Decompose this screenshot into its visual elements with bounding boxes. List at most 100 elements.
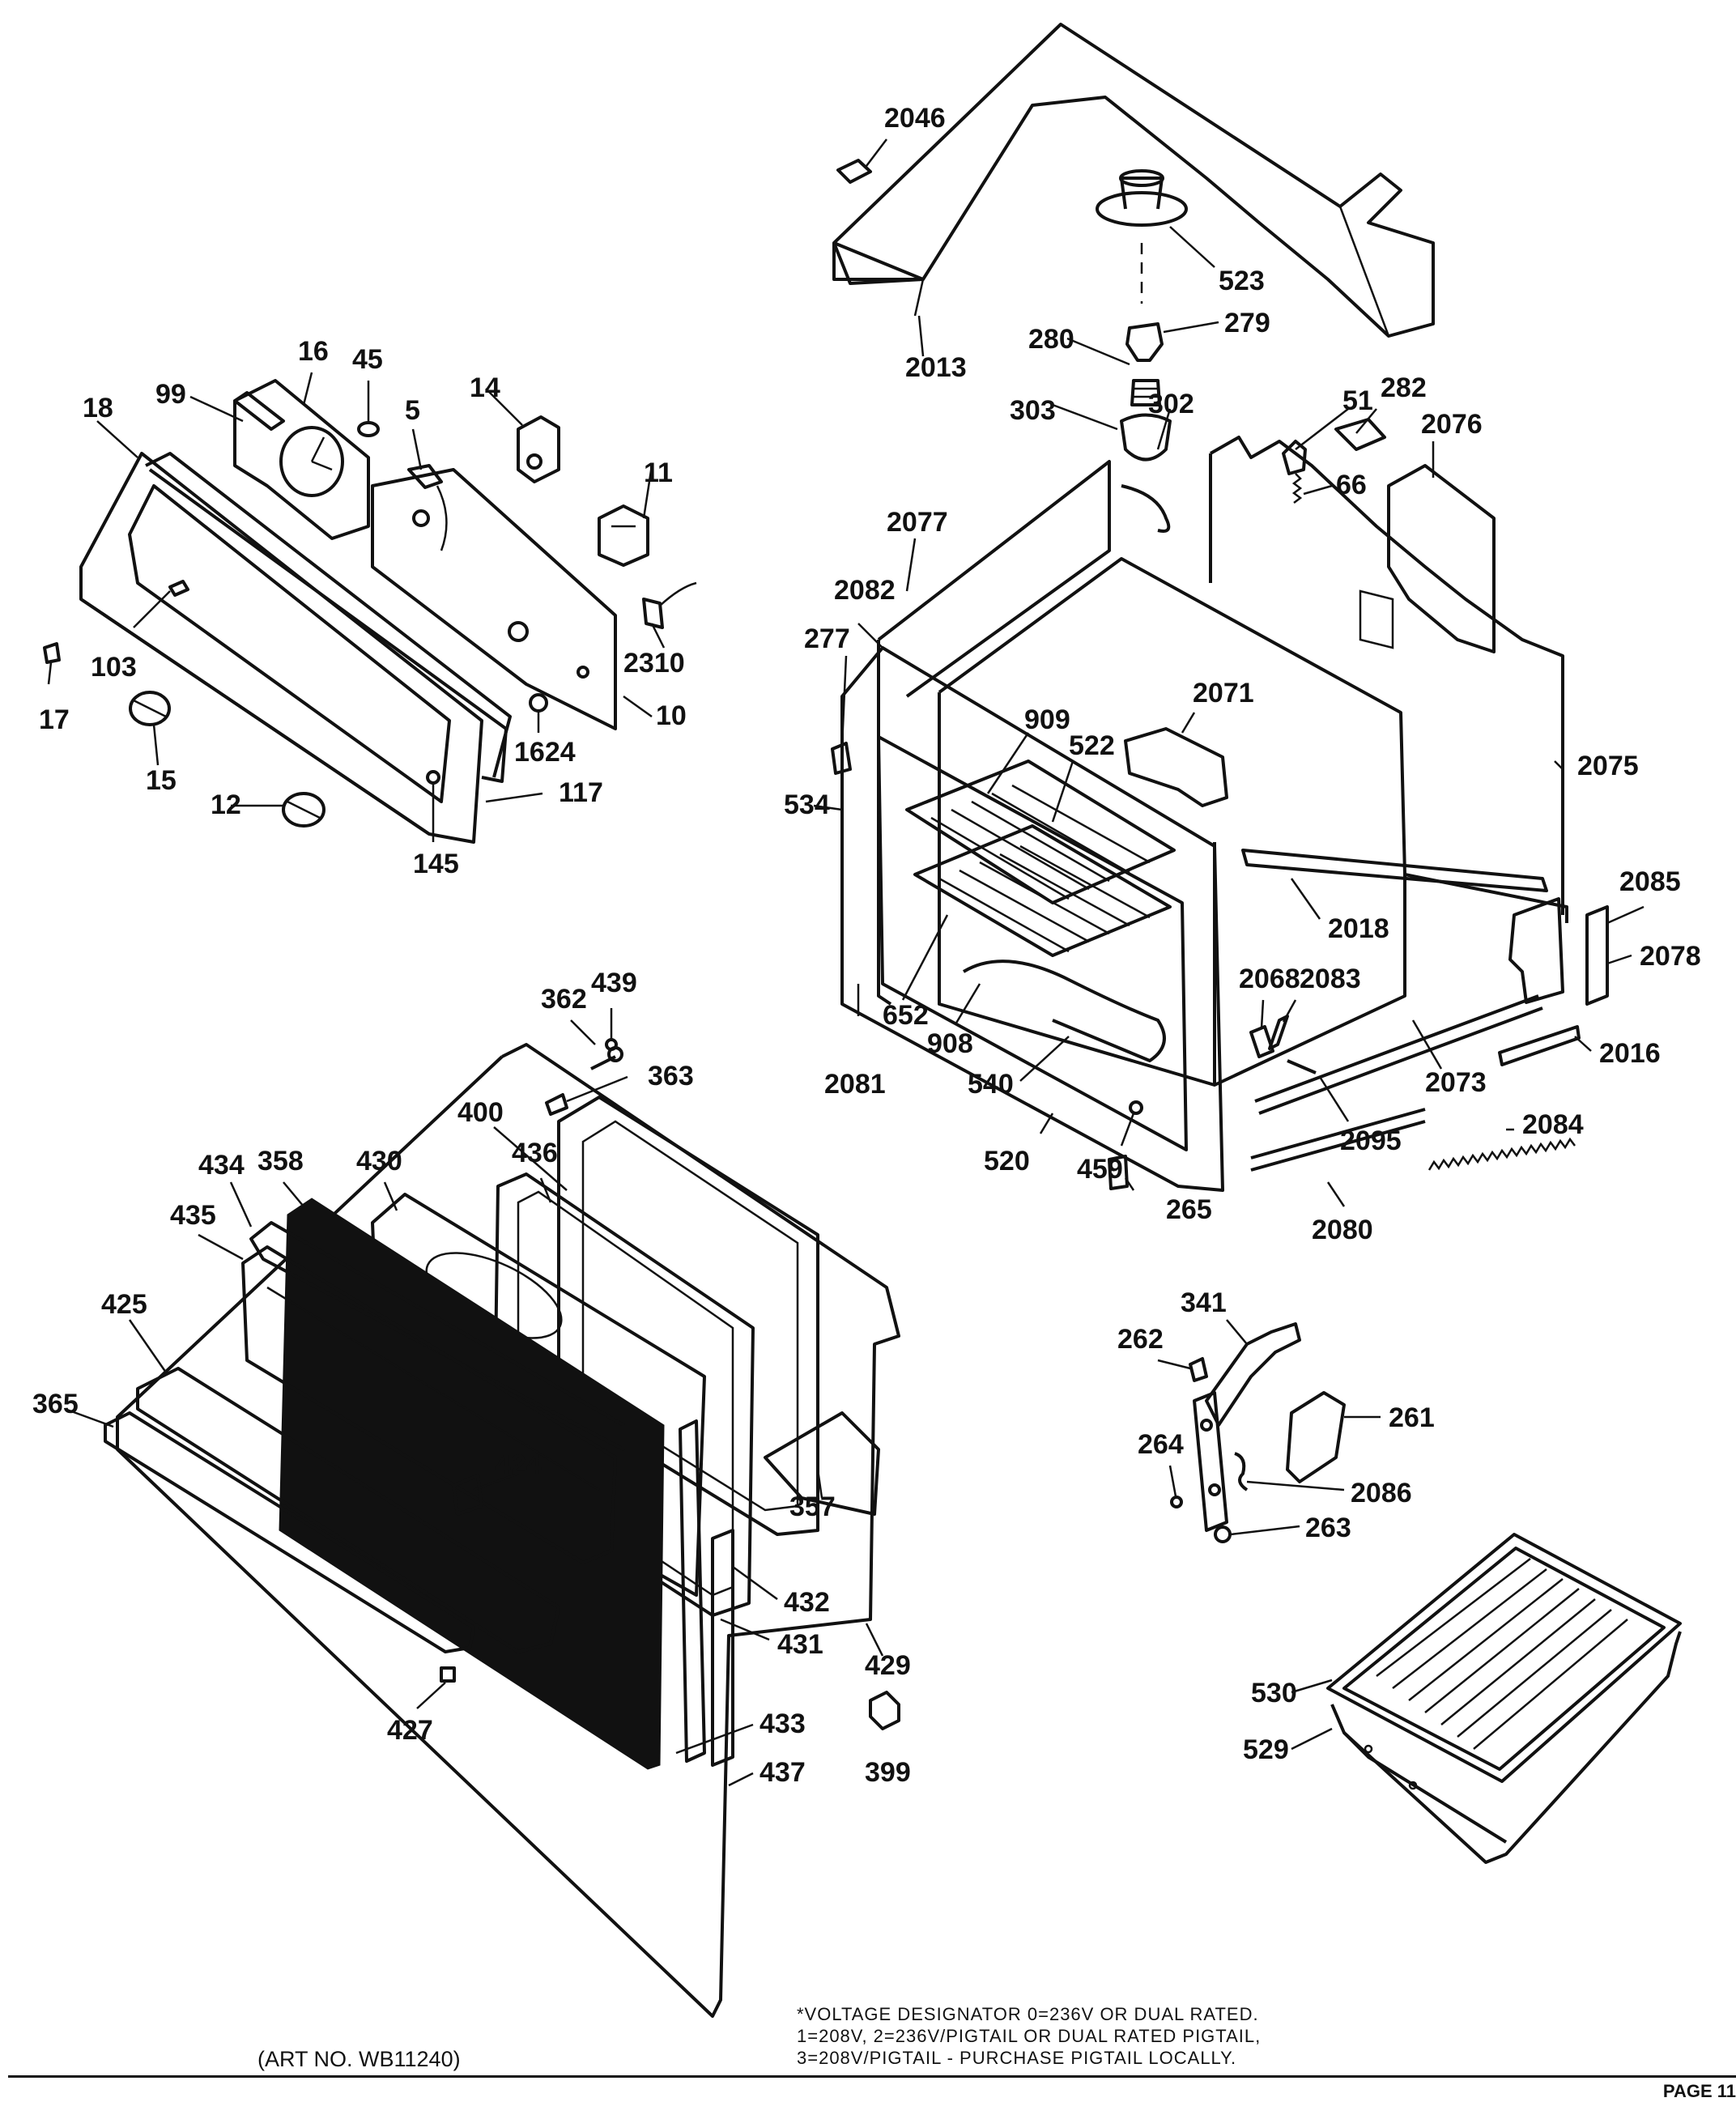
panel-18 bbox=[145, 452, 512, 778]
callout-425: 425 bbox=[101, 1289, 147, 1320]
callout-433: 433 bbox=[760, 1708, 806, 1739]
flange-523 bbox=[1096, 169, 1188, 304]
voltage-note-line-3: 3=208V/PIGTAIL - PURCHASE PIGTAIL LOCALL… bbox=[797, 2048, 1237, 2068]
block-265 bbox=[1108, 1155, 1129, 1190]
callout-2085: 2085 bbox=[1619, 866, 1681, 897]
control-panel-backsplash-117 bbox=[79, 452, 508, 844]
roller-263 bbox=[1214, 1525, 1232, 1543]
lamp-socket-279 bbox=[1125, 322, 1164, 362]
callout-652: 652 bbox=[883, 1000, 929, 1031]
callout-145: 145 bbox=[413, 849, 459, 879]
callout-2076: 2076 bbox=[1421, 409, 1483, 440]
callout-2078: 2078 bbox=[1640, 941, 1701, 972]
bracket-357 bbox=[764, 1411, 880, 1516]
callout-2071: 2071 bbox=[1193, 678, 1254, 708]
pin-264 bbox=[1170, 1496, 1183, 1508]
callout-909: 909 bbox=[1024, 704, 1070, 735]
leader-lines bbox=[47, 138, 1645, 1787]
bracket-99 bbox=[233, 391, 285, 431]
knob-12 bbox=[282, 792, 326, 828]
callout-2046: 2046 bbox=[884, 103, 946, 134]
callout-5: 5 bbox=[405, 395, 420, 426]
callout-282: 282 bbox=[1381, 372, 1427, 403]
callout-520: 520 bbox=[984, 1146, 1030, 1177]
spring-66 bbox=[1291, 473, 1303, 504]
callout-363: 363 bbox=[648, 1061, 694, 1091]
callout-400: 400 bbox=[457, 1097, 504, 1128]
callout-117: 117 bbox=[559, 777, 603, 808]
oven-cavity bbox=[877, 436, 1568, 1172]
callout-15: 15 bbox=[146, 765, 177, 796]
clip-103 bbox=[168, 580, 189, 597]
door-outer-437 bbox=[116, 1043, 900, 2018]
callout-280: 280 bbox=[1028, 324, 1074, 355]
spring-2086 bbox=[1234, 1452, 1249, 1491]
hinge-body bbox=[1193, 1391, 1228, 1532]
callout-436: 436 bbox=[512, 1138, 558, 1168]
wire-302 bbox=[1121, 484, 1171, 533]
page-number: PAGE 11 bbox=[1662, 2081, 1736, 2101]
callout-277: 277 bbox=[804, 623, 850, 654]
broiler-rack-530 bbox=[1326, 1533, 1682, 1783]
spring-2084 bbox=[1428, 1137, 1576, 1171]
clip-427 bbox=[440, 1666, 456, 1683]
callout-labels: 2046 523 279 280 2013 303 302 51 282 207… bbox=[32, 103, 1701, 1788]
callout-303: 303 bbox=[1010, 395, 1056, 426]
latch-424 bbox=[452, 1474, 483, 1516]
callout-2016: 2016 bbox=[1599, 1038, 1661, 1069]
callout-99: 99 bbox=[155, 379, 186, 410]
switch-14 bbox=[517, 415, 560, 483]
callout-264: 264 bbox=[1138, 1429, 1184, 1460]
broiler-pan-529 bbox=[1330, 1631, 1682, 1864]
lamp-bulb-280 bbox=[1130, 379, 1161, 406]
callout-14: 14 bbox=[470, 372, 500, 403]
callout-431: 431 bbox=[777, 1629, 823, 1660]
callout-11: 11 bbox=[644, 457, 673, 488]
callout-10: 10 bbox=[656, 700, 687, 731]
callout-540: 540 bbox=[968, 1069, 1014, 1100]
callout-16: 16 bbox=[298, 336, 329, 367]
callout-437: 437 bbox=[760, 1757, 806, 1788]
bracket-282 bbox=[1334, 418, 1386, 451]
callout-262: 262 bbox=[1117, 1324, 1164, 1355]
door-insulation-358 bbox=[279, 1198, 665, 1770]
callout-357: 357 bbox=[789, 1491, 836, 1522]
callout-2077: 2077 bbox=[887, 507, 948, 538]
sensor-277 bbox=[831, 742, 852, 775]
art-number: (ART NO. WB11240) bbox=[257, 2047, 461, 2071]
voltage-note-line-2: 1=208V, 2=236V/PIGTAIL OR DUAL RATED PIG… bbox=[797, 2026, 1262, 2046]
callout-534: 534 bbox=[784, 789, 830, 820]
callout-2086: 2086 bbox=[1351, 1478, 1412, 1508]
lamp-housing-303 bbox=[1120, 413, 1172, 462]
callout-263: 263 bbox=[1305, 1513, 1351, 1543]
plug-2310 bbox=[642, 581, 697, 629]
door-handle-365 bbox=[104, 1411, 475, 1653]
callout-429: 429 bbox=[865, 1650, 911, 1681]
callout-2013: 2013 bbox=[905, 352, 967, 383]
callout-2080: 2080 bbox=[1312, 1215, 1373, 1245]
callout-362: 362 bbox=[541, 984, 587, 1015]
callout-2068: 2068 bbox=[1239, 964, 1300, 994]
clock-16 bbox=[233, 379, 370, 540]
callout-2073: 2073 bbox=[1425, 1067, 1487, 1098]
callout-358: 358 bbox=[257, 1146, 304, 1177]
hinge-arm-341 bbox=[1205, 1322, 1301, 1427]
callout-302: 302 bbox=[1148, 389, 1194, 419]
door-trim-425 bbox=[136, 1367, 560, 1653]
screw-459 bbox=[1129, 1100, 1143, 1115]
callout-434: 434 bbox=[198, 1150, 245, 1181]
callout-2075: 2075 bbox=[1577, 751, 1639, 781]
callout-424: 424 bbox=[496, 1449, 542, 1480]
screw-362 bbox=[590, 1046, 623, 1070]
vent-duct-2013 bbox=[832, 23, 1435, 338]
callout-66: 66 bbox=[1336, 470, 1367, 500]
callout-522: 522 bbox=[1069, 730, 1115, 761]
door-handle-bracket-435 bbox=[241, 1245, 617, 1564]
callout-18: 18 bbox=[83, 393, 113, 423]
callout-2310: 2310 bbox=[623, 648, 685, 679]
knob-15 bbox=[129, 691, 171, 726]
callout-439: 439 bbox=[591, 968, 637, 998]
clip-363 bbox=[545, 1093, 568, 1116]
callout-2018: 2018 bbox=[1328, 913, 1389, 944]
bake-element-908 bbox=[962, 960, 1166, 1062]
